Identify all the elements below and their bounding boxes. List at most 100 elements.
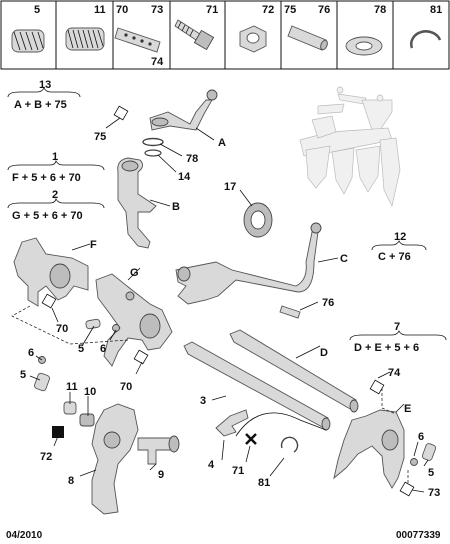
cell-label-11: 11 xyxy=(94,4,106,16)
part-B-lever xyxy=(117,157,157,249)
small-spring-5c xyxy=(421,443,437,461)
callout-70-fork-G: 70 xyxy=(120,381,132,393)
footer-reference: 00077339 xyxy=(396,530,441,541)
bolt-icon xyxy=(174,19,215,51)
small-spring-5b xyxy=(34,372,50,392)
ball-6c xyxy=(410,458,418,466)
callout-F: F xyxy=(90,239,97,251)
formula-2: 2 G + 5 + 6 + 70 xyxy=(7,189,105,222)
pin-icon xyxy=(287,25,328,51)
washer-icon xyxy=(345,36,383,56)
part-D-shaft xyxy=(229,329,359,413)
part-4-clip xyxy=(215,409,249,437)
cell-label-5: 5 xyxy=(34,4,40,16)
table-cell-71: 71 xyxy=(174,4,218,51)
callout-6-ball-right: 6 xyxy=(418,431,424,443)
svg-text:F + 5 + 6 + 70: F + 5 + 6 + 70 xyxy=(12,172,81,184)
spring-icon xyxy=(11,29,45,53)
nut-icon xyxy=(239,25,267,53)
cell-label-73: 73 xyxy=(151,4,163,16)
callout-3: 3 xyxy=(200,395,206,407)
circlip-icon xyxy=(410,30,442,49)
callout-5-spring: 5 xyxy=(78,343,84,355)
callout-74: 74 xyxy=(388,367,401,379)
pin-76-illustration xyxy=(279,305,301,319)
table-cell-70-73-74: 70 73 74 xyxy=(114,4,164,68)
cell-label-78: 78 xyxy=(374,4,386,16)
callout-6-ball: 6 xyxy=(100,343,106,355)
svg-text:D + E + 5 + 6: D + E + 5 + 6 xyxy=(354,342,419,354)
callout-A: A xyxy=(218,137,226,149)
callout-6-ball-left: 6 xyxy=(28,347,34,359)
part-G-fork xyxy=(95,273,173,367)
formula-12: 12 C + 76 xyxy=(371,231,427,263)
cell-label-71: 71 xyxy=(206,4,218,16)
svg-text:7: 7 xyxy=(394,321,400,333)
callout-E: E xyxy=(404,403,411,415)
cell-label-70: 70 xyxy=(116,4,128,16)
cell-label-72: 72 xyxy=(262,4,274,16)
part-F-fork xyxy=(13,237,89,307)
nut-72-square xyxy=(52,426,64,438)
part-3-shaft xyxy=(183,341,331,431)
svg-text:C + 76: C + 76 xyxy=(378,251,411,263)
table-cell-72: 72 xyxy=(239,4,274,53)
table-cell-78: 78 xyxy=(345,4,386,56)
cell-label-76: 76 xyxy=(318,4,330,16)
callout-labels: 75 A 78 14 B 17 C 76 F G 70 5 6 6 5 70 D… xyxy=(20,131,440,499)
table-cell-5: 5 xyxy=(11,4,45,53)
ball-6a xyxy=(112,324,120,332)
callout-78: 78 xyxy=(186,153,198,165)
svg-text:12: 12 xyxy=(394,231,406,243)
seal-17-illustration xyxy=(243,202,273,238)
table-cell-11: 11 xyxy=(65,4,106,51)
assembly-overview-illustration xyxy=(299,86,401,208)
washer-78-illustration xyxy=(142,137,164,157)
part-8-lever xyxy=(91,403,139,515)
part-9-axle xyxy=(137,435,180,465)
plug-10 xyxy=(79,413,95,427)
part-C-shift-rod xyxy=(175,222,322,305)
callout-G: G xyxy=(130,267,139,279)
marker-74 xyxy=(369,379,385,395)
marker-70a xyxy=(41,293,57,309)
formula-7: 7 D + E + 5 + 6 xyxy=(349,321,447,354)
table-cell-75-76: 75 76 xyxy=(284,4,330,51)
svg-text:1: 1 xyxy=(52,151,58,163)
formula-1: 1 F + 5 + 6 + 70 xyxy=(7,151,105,184)
callout-75: 75 xyxy=(94,131,106,143)
svg-text:A + B + 75: A + B + 75 xyxy=(14,99,67,111)
svg-text:13: 13 xyxy=(39,79,51,91)
formula-13: 13 A + B + 75 xyxy=(7,79,81,111)
callout-5-spring-right: 5 xyxy=(428,467,434,479)
svg-text:2: 2 xyxy=(52,189,58,201)
callout-10: 10 xyxy=(84,386,96,398)
callout-C: C xyxy=(340,253,348,265)
callout-11: 11 xyxy=(66,381,78,393)
spring-icon xyxy=(65,27,105,51)
part-A-selector-lever xyxy=(149,89,218,131)
callout-70-fork-F: 70 xyxy=(56,323,68,335)
callout-81: 81 xyxy=(258,477,270,489)
callout-9: 9 xyxy=(158,469,164,481)
cell-label-75: 75 xyxy=(284,4,296,16)
marker-75 xyxy=(113,105,129,121)
perforated-tube-icon xyxy=(114,27,161,53)
cell-label-74: 74 xyxy=(151,56,164,68)
callout-14: 14 xyxy=(178,171,191,183)
marker-73 xyxy=(399,481,415,497)
cell-label-81: 81 xyxy=(430,4,442,16)
callout-8: 8 xyxy=(68,475,74,487)
table-cell-81: 81 xyxy=(410,4,442,49)
footer-date: 04/2010 xyxy=(6,530,43,541)
callout-72: 72 xyxy=(40,451,52,463)
callout-73: 73 xyxy=(428,487,440,499)
svg-text:G + 5 + 6 + 70: G + 5 + 6 + 70 xyxy=(12,210,83,222)
part-E-fork xyxy=(333,409,405,489)
circlip-81 xyxy=(280,436,299,453)
parts-table: 5 11 70 73 74 xyxy=(0,0,450,70)
callout-71: 71 xyxy=(232,465,244,477)
callout-4: 4 xyxy=(208,459,215,471)
callout-D: D xyxy=(320,347,328,359)
